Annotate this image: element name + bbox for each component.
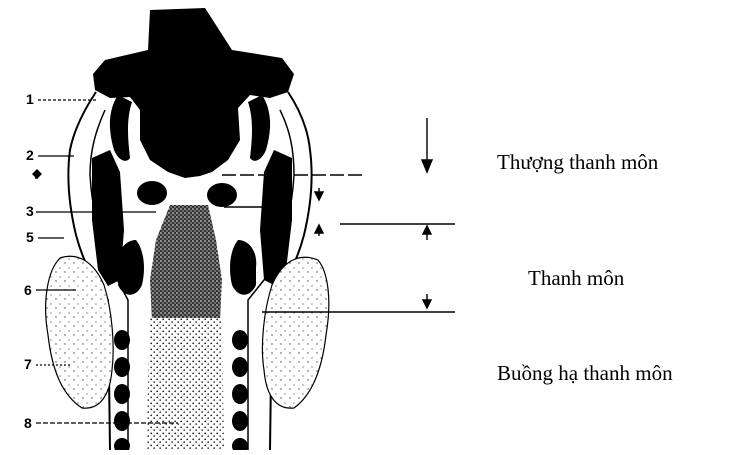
right-vocal-cord xyxy=(230,240,256,295)
tracheal-ring xyxy=(232,411,248,431)
tracheal-ring xyxy=(232,357,248,377)
marker-3: 3 xyxy=(26,203,34,219)
marker-8: 8 xyxy=(24,415,32,431)
left-thyroid-hook xyxy=(110,95,132,161)
tracheal-ring xyxy=(114,384,130,404)
tracheal-ring xyxy=(232,330,248,350)
tracheal-ring xyxy=(114,330,130,350)
trachea-lumen xyxy=(146,318,224,450)
tracheal-ring xyxy=(114,357,130,377)
left-ventricular-fold xyxy=(137,181,167,205)
right-ventricular-fold xyxy=(207,183,237,207)
marker-7: 7 xyxy=(24,356,32,372)
left-thyroid-gland xyxy=(46,256,113,408)
label-subglottis: Buồng hạ thanh môn xyxy=(497,361,673,386)
marker-2: 2 xyxy=(26,147,34,163)
tracheal-ring xyxy=(232,438,248,450)
tracheal-ring xyxy=(114,411,130,431)
glottic-airway xyxy=(150,205,222,320)
marker-1: 1 xyxy=(26,91,34,107)
marker-6: 6 xyxy=(24,282,32,298)
marker-5: 5 xyxy=(26,229,34,245)
label-glottis: Thanh môn xyxy=(528,266,624,291)
label-supraglottis: Thượng thanh môn xyxy=(497,150,658,175)
tracheal-ring xyxy=(232,384,248,404)
right-thyroid-hook xyxy=(248,95,270,161)
region-boundaries xyxy=(222,175,455,312)
